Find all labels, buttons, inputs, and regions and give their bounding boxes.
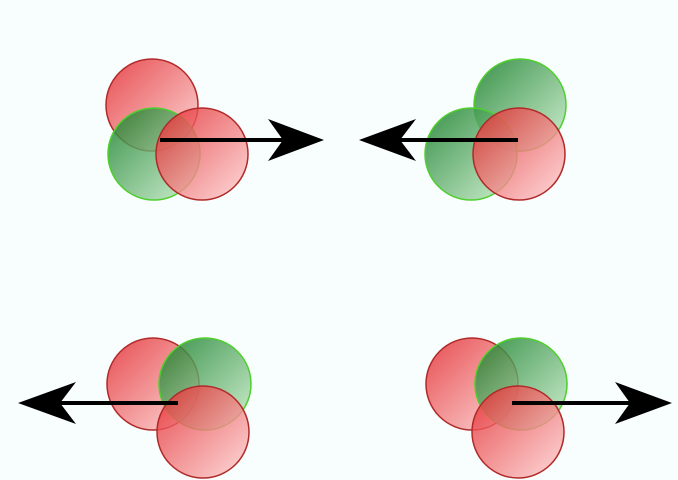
arrow-left <box>359 119 518 161</box>
arrow-right <box>160 119 324 161</box>
sphere-red-right <box>472 107 566 201</box>
molecule-group-top-left <box>105 58 324 201</box>
arrow-right <box>512 382 672 424</box>
sphere-red-right <box>155 107 249 201</box>
sphere-red-lower <box>156 385 250 479</box>
sphere-red-lower <box>471 385 565 479</box>
molecule-group-bottom-left <box>18 337 252 479</box>
molecule-group-bottom-right <box>425 337 672 479</box>
molecule-group-top-right <box>359 58 567 201</box>
arrow-left <box>18 382 178 424</box>
